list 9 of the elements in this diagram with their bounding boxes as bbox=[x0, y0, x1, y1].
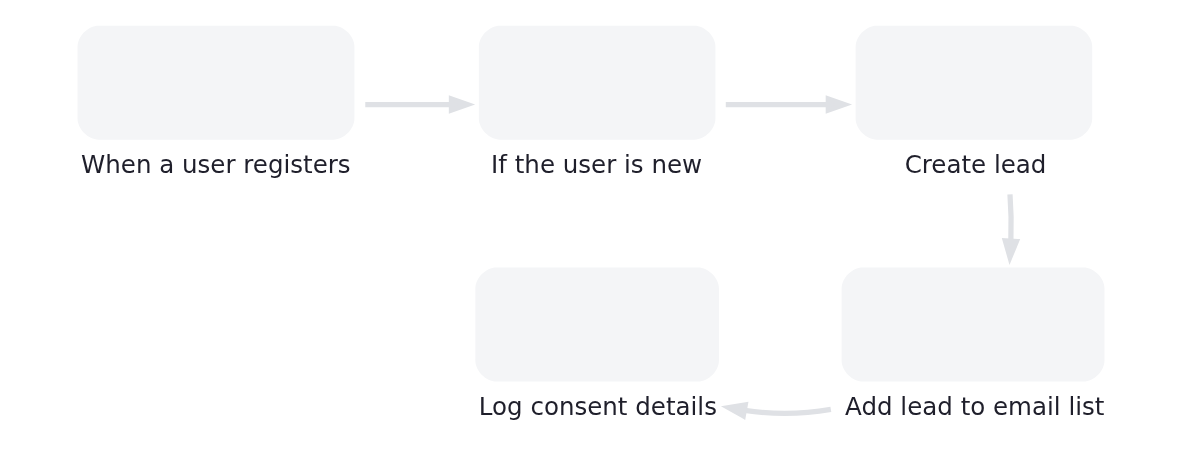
node-label: Log consent details bbox=[478, 392, 717, 422]
node-label: Add lead to email list bbox=[844, 392, 1104, 422]
arrow bbox=[364, 95, 475, 114]
arrow bbox=[720, 401, 831, 420]
node-label: Create lead bbox=[904, 150, 1046, 180]
node-label: If the user is new bbox=[490, 150, 702, 180]
arrow bbox=[725, 95, 852, 114]
node-label: When a user registers bbox=[80, 150, 351, 180]
arrow bbox=[1001, 194, 1020, 265]
